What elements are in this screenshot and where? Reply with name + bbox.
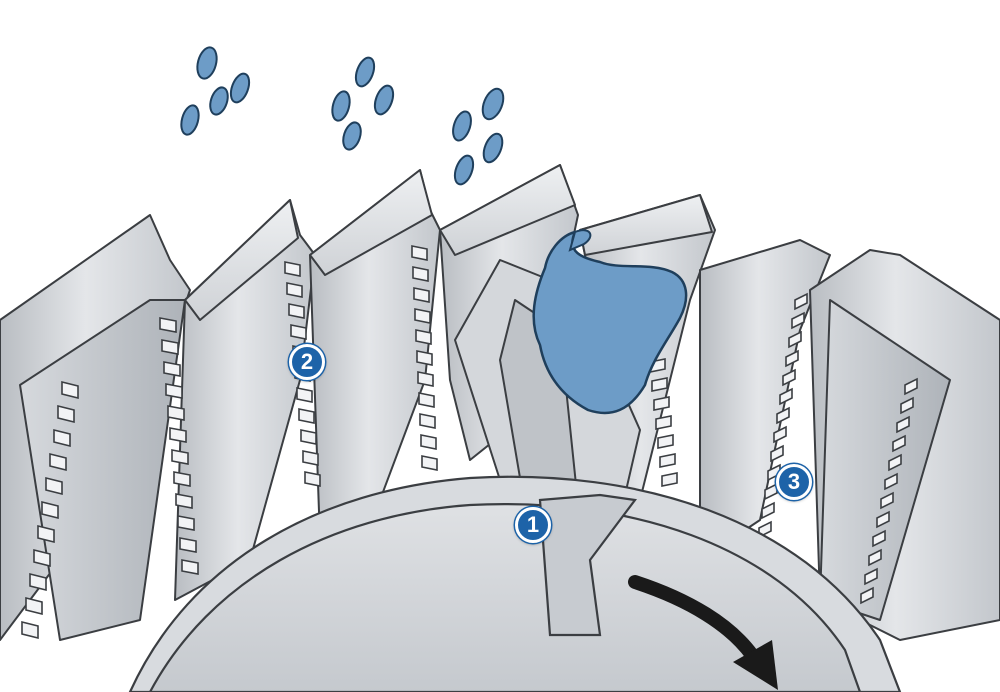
- serration-tooth: [773, 425, 787, 444]
- serration-tooth: [169, 427, 187, 443]
- hub-face: [148, 503, 862, 692]
- serration-tooth: [41, 500, 59, 520]
- serration-tooth: [661, 472, 678, 487]
- cutter-hub: [128, 475, 902, 692]
- serration-tooth: [173, 471, 191, 487]
- serration-tooth: [45, 476, 63, 496]
- marker-3: 3: [776, 464, 812, 500]
- serration-tooth: [290, 324, 307, 340]
- serration-tooth: [412, 266, 429, 282]
- serration-tooth: [284, 261, 301, 277]
- serration-tooth: [421, 455, 438, 471]
- serration-tooth: [165, 383, 183, 399]
- serration-tooth: [782, 368, 796, 387]
- serration-tooth: [413, 287, 430, 303]
- serration-tooth: [302, 450, 319, 466]
- serration-tooth: [761, 501, 775, 520]
- serration-tooth: [785, 349, 799, 368]
- curved-arrow-icon: [628, 575, 778, 690]
- tooth-4-top: [439, 164, 576, 256]
- serration-tooth: [288, 303, 305, 319]
- serration-tooth: [791, 311, 805, 330]
- serration-tooth: [418, 392, 435, 408]
- serration-tooth: [788, 330, 802, 349]
- serration-tooth: [159, 317, 177, 333]
- metal-chip-icon: [180, 46, 505, 186]
- serration-tooth: [900, 396, 914, 415]
- serration-tooth: [416, 350, 433, 366]
- serration-tooth: [415, 329, 432, 345]
- serration-tooth: [57, 404, 75, 424]
- serration-tooth: [770, 444, 784, 463]
- serration-tooth: [880, 491, 894, 510]
- serration-tooth: [167, 405, 185, 421]
- built-up-edge-icon: [532, 230, 688, 415]
- serration-tooth: [411, 245, 428, 261]
- built-up-edge-tail: [568, 229, 592, 252]
- serration-tooth: [171, 449, 189, 465]
- serration-tooth: [304, 471, 321, 487]
- serration-rows: [21, 245, 918, 640]
- serration-tooth: [179, 537, 197, 553]
- serration-tooth: [300, 429, 317, 445]
- serration-tooth: [33, 548, 51, 568]
- serration-tooth: [884, 472, 898, 491]
- serration-tooth: [296, 387, 313, 403]
- serration-tooth: [181, 559, 199, 575]
- serration-tooth: [779, 387, 793, 406]
- serration-tooth: [29, 572, 47, 592]
- serration-tooth: [904, 377, 918, 396]
- tooth-5-top: [579, 194, 713, 256]
- serration-tooth: [21, 620, 39, 640]
- serration-tooth: [163, 361, 181, 377]
- serration-tooth: [61, 380, 79, 400]
- serration-tooth: [53, 428, 71, 448]
- tooth-3-top: [309, 169, 433, 276]
- marker-1: 1: [515, 507, 551, 543]
- serration-tooth: [25, 596, 43, 616]
- serration-tooth: [414, 308, 431, 324]
- serration-tooth: [657, 434, 674, 449]
- serration-tooth: [888, 453, 902, 472]
- serration-tooth: [653, 396, 670, 411]
- marker-2: 2: [289, 344, 325, 380]
- serration-tooth: [764, 482, 778, 501]
- serration-tooth: [876, 510, 890, 529]
- serration-tooth: [420, 434, 437, 450]
- serration-tooth: [286, 282, 303, 298]
- tooth-2-top: [184, 199, 299, 321]
- serration-tooth: [175, 493, 193, 509]
- serration-tooth: [161, 339, 179, 355]
- serration-tooth: [49, 452, 67, 472]
- serration-tooth: [892, 434, 906, 453]
- serration-tooth: [872, 529, 886, 548]
- serration-tooth: [651, 377, 668, 392]
- serration-tooth: [659, 453, 676, 468]
- serration-tooth: [417, 371, 434, 387]
- serration-tooth: [298, 408, 315, 424]
- serration-tooth: [177, 515, 195, 531]
- serration-tooth: [655, 415, 672, 430]
- serration-tooth: [776, 406, 790, 425]
- serration-tooth: [794, 292, 808, 311]
- hub-slot: [538, 493, 637, 637]
- serration-tooth: [868, 548, 882, 567]
- serration-tooth: [896, 415, 910, 434]
- serration-tooth: [37, 524, 55, 544]
- serration-tooth: [860, 586, 874, 605]
- serration-tooth: [419, 413, 436, 429]
- serration-tooth: [864, 567, 878, 586]
